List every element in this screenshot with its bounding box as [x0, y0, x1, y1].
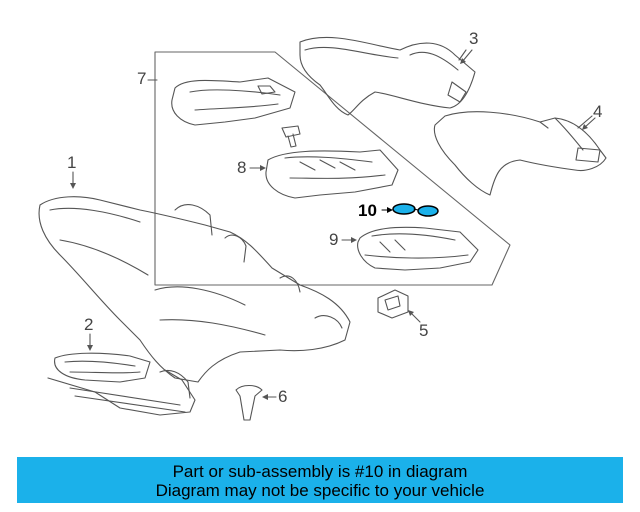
callout-7: 7	[137, 69, 147, 88]
callout-8: 8	[237, 158, 247, 177]
callout-6: 6	[278, 387, 288, 406]
part-6-pin	[236, 386, 262, 421]
part-3-cover	[300, 37, 475, 115]
part-10-highlight	[392, 203, 439, 217]
parts-diagram	[0, 0, 640, 450]
part-1-seat-frame	[39, 197, 350, 382]
banner-line-1: Part or sub-assembly is #10 in diagram	[172, 462, 468, 481]
callout-5: 5	[419, 321, 429, 340]
callout-9: 9	[329, 230, 339, 249]
group-7-frame	[154, 51, 511, 286]
callout-1: 1	[67, 153, 77, 172]
info-banner: Part or sub-assembly is #10 in diagram D…	[17, 457, 623, 503]
callout-3: 3	[469, 29, 479, 48]
part-5-clip	[378, 290, 408, 318]
banner-line-2: Diagram may not be specific to your vehi…	[155, 481, 485, 500]
callout-2: 2	[84, 315, 94, 334]
callout-4: 4	[593, 102, 603, 121]
part-screw	[282, 126, 300, 147]
part-2-mat	[48, 353, 195, 415]
callout-10: 10	[358, 201, 377, 220]
part-4-section	[434, 112, 606, 195]
part-8-bracket	[266, 150, 398, 198]
part-9-housing	[358, 227, 478, 270]
part-7-upper-trim	[172, 78, 295, 125]
